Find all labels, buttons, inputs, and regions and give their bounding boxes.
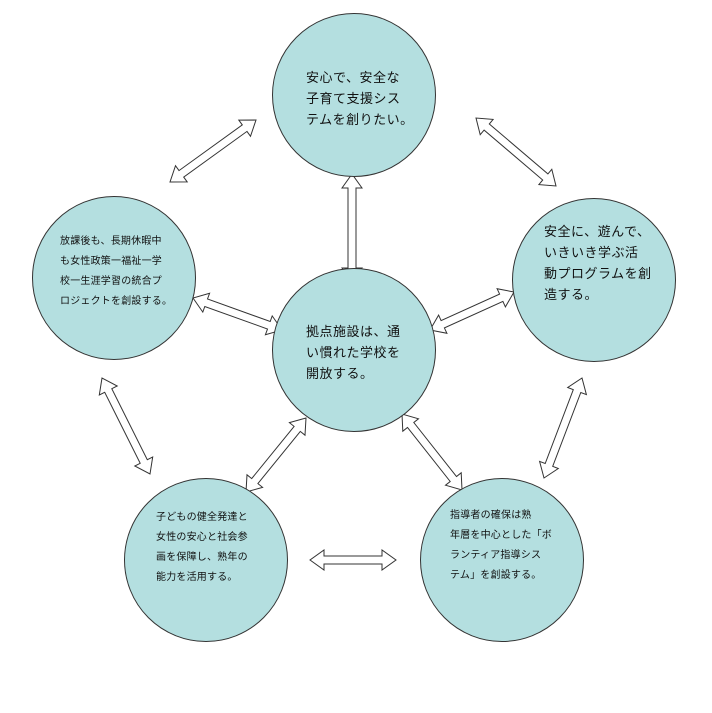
node-left-line: 放課後も、長期休暇中 — [60, 236, 162, 247]
node-right — [512, 198, 676, 362]
node-center — [272, 268, 436, 432]
arrow-left-center — [192, 292, 283, 336]
node-top-line: 子育て支援シス — [306, 92, 401, 107]
node-bottom-right — [420, 478, 584, 642]
node-center-line: 拠点施設は、通 — [306, 325, 401, 340]
node-bottom-right-text: 指導者の確保は熟 年層を中心とした「ボ ランティア指導シス テム」を創設する。 — [450, 506, 552, 586]
node-left-text: 放課後も、長期休暇中 も女性政策一福祉一学 校一生涯学習の統合プ ロジェクトを創… — [60, 232, 172, 312]
node-bottom-right-line: 指導者の確保は熟 — [450, 510, 532, 521]
node-left-line: も女性政策一福祉一学 — [60, 256, 162, 267]
arrow-left-bottomleft — [98, 377, 154, 475]
arrow-right-center — [429, 288, 515, 334]
arrow-top-center — [341, 173, 363, 283]
node-bottom-right-line: ランティア指導シス — [450, 550, 542, 561]
node-top-line: テムを創りたい。 — [306, 113, 414, 128]
arrow-top-right — [475, 117, 557, 187]
node-bottom-left — [124, 478, 288, 642]
arrow-top-left — [169, 119, 257, 183]
arrow-center-bottomright — [401, 413, 463, 491]
node-top-line: 安心で、安全な — [306, 71, 400, 86]
node-center-text: 拠点施設は、通 い慣れた学校を 開放する。 — [306, 322, 401, 385]
node-bottom-right-line: テム」を創設する。 — [450, 570, 542, 581]
node-bottom-right-line: 年層を中心とした「ボ — [450, 530, 552, 541]
node-top — [272, 13, 436, 177]
node-bottom-left-line: 画を保障し、熟年の — [156, 552, 248, 563]
node-right-line: 動プログラムを創 — [544, 267, 652, 282]
node-top-text: 安心で、安全な 子育て支援シス テムを創りたい。 — [306, 68, 414, 131]
node-right-text: 安全に、遊んで、 いきいき学ぶ活 動プログラムを創 造する。 — [544, 222, 652, 306]
node-center-line: い慣れた学校を — [306, 346, 401, 361]
node-bottom-left-line: 能力を活用する。 — [156, 572, 238, 583]
node-left-line: ロジェクトを創設する。 — [60, 296, 173, 307]
node-left-line: 校一生涯学習の統合プ — [60, 276, 162, 287]
node-right-line: 造する。 — [544, 288, 599, 303]
node-left — [32, 196, 196, 360]
node-center-line: 開放する。 — [306, 367, 374, 382]
node-bottom-left-line: 女性の安心と社会参 — [156, 532, 248, 543]
node-right-line: いきいき学ぶ活 — [544, 246, 639, 261]
node-bottom-left-line: 子どもの健全発達と — [156, 512, 248, 523]
node-bottom-left-text: 子どもの健全発達と 女性の安心と社会参 画を保障し、熟年の 能力を活用する。 — [156, 508, 248, 588]
node-right-line: 安全に、遊んで、 — [544, 225, 651, 240]
arrow-center-bottomleft — [245, 417, 307, 493]
arrow-right-bottomright — [538, 377, 588, 479]
arrow-bottom — [309, 549, 397, 571]
